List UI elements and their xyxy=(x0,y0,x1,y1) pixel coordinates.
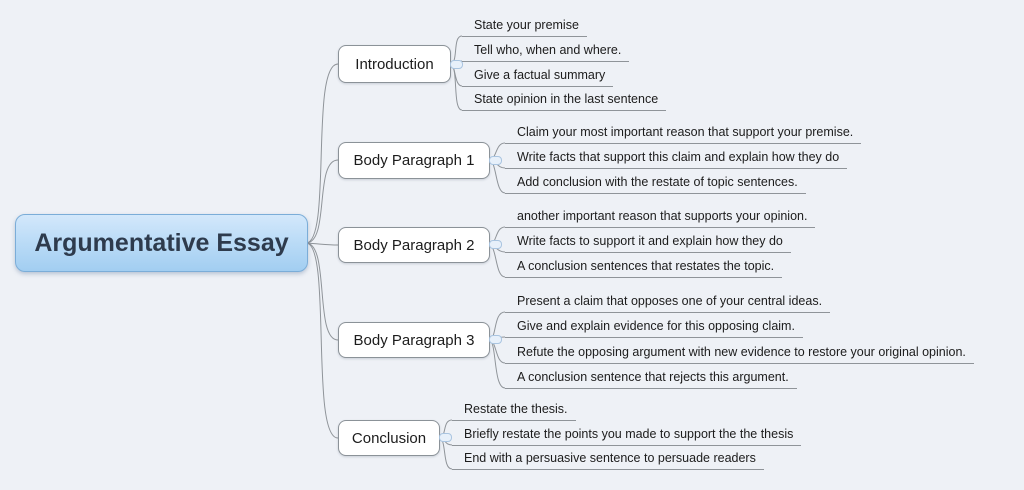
collapse-handle-body-paragraph-1[interactable] xyxy=(489,156,502,165)
leaf-topic[interactable]: Present a claim that opposes one of your… xyxy=(505,293,831,313)
leaf-topic[interactable]: Restate the thesis. xyxy=(452,401,576,421)
leaf-topic[interactable]: A conclusion sentence that rejects this … xyxy=(505,369,797,389)
collapse-handle-introduction[interactable] xyxy=(450,60,463,69)
leaf-topic[interactable]: A conclusion sentences that restates the… xyxy=(505,258,783,278)
branch-topic-body-paragraph-2[interactable]: Body Paragraph 2 xyxy=(338,227,490,263)
leaf-topic[interactable]: another important reason that supports y… xyxy=(505,208,816,228)
leaf-topic[interactable]: Give and explain evidence for this oppos… xyxy=(505,318,803,338)
collapse-handle-body-paragraph-3[interactable] xyxy=(489,335,502,344)
collapse-handle-conclusion[interactable] xyxy=(439,433,452,442)
root-topic[interactable]: Argumentative Essay xyxy=(15,214,308,272)
leaf-topic[interactable]: Add conclusion with the restate of topic… xyxy=(505,174,806,194)
connector-body3-leaf4 xyxy=(488,339,506,389)
leaf-topic[interactable]: State your premise xyxy=(462,17,587,37)
leaf-topic[interactable]: Write facts that support this claim and … xyxy=(505,149,848,169)
leaf-topic[interactable]: Tell who, when and where. xyxy=(462,42,630,62)
leaf-topic[interactable]: Claim your most important reason that su… xyxy=(505,124,862,144)
connector-root-introduction xyxy=(305,63,339,244)
connector-body2-leaf3 xyxy=(488,244,506,278)
leaf-topic[interactable]: Briefly restate the points you made to s… xyxy=(452,426,802,446)
connector-root-body1 xyxy=(305,159,339,244)
connector-concl-leaf3 xyxy=(438,437,453,470)
branch-topic-introduction[interactable]: Introduction xyxy=(338,45,451,83)
leaf-topic[interactable]: Refute the opposing argument with new ev… xyxy=(505,344,974,364)
connector-intro-leaf4 xyxy=(449,63,463,111)
connector-root-body3 xyxy=(305,242,339,341)
branch-topic-body-paragraph-1[interactable]: Body Paragraph 1 xyxy=(338,142,490,179)
connector-root-conclusion xyxy=(305,242,339,439)
branch-topic-body-paragraph-3[interactable]: Body Paragraph 3 xyxy=(338,322,490,358)
leaf-topic[interactable]: Write facts to support it and explain ho… xyxy=(505,233,791,253)
branch-topic-conclusion[interactable]: Conclusion xyxy=(338,420,440,456)
connector-root-body2 xyxy=(305,242,339,246)
leaf-topic[interactable]: Give a factual summary xyxy=(462,67,614,87)
collapse-handle-body-paragraph-2[interactable] xyxy=(489,240,502,249)
leaf-topic[interactable]: State opinion in the last sentence xyxy=(462,91,667,111)
leaf-topic[interactable]: End with a persuasive sentence to persua… xyxy=(452,450,764,470)
